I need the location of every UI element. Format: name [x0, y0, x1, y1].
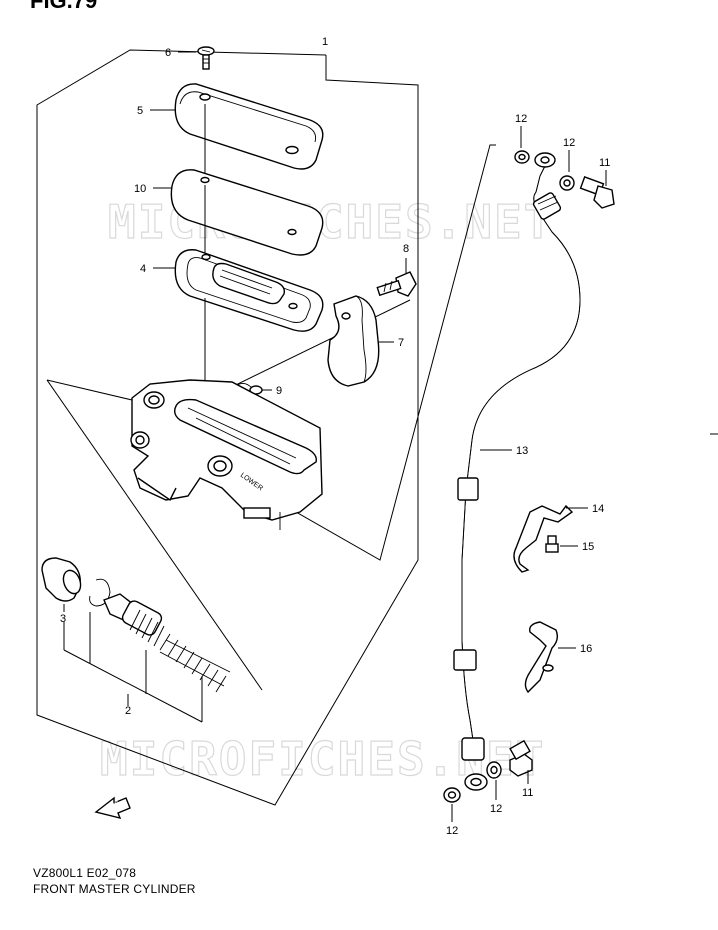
callout-14: 14: [592, 503, 604, 515]
callout-16: 16: [580, 643, 592, 655]
model-code: VZ800L1 E02_078: [33, 866, 137, 880]
part-5-reservoir-cap: [174, 83, 324, 170]
callout-12-a: 12: [515, 113, 527, 125]
master-cylinder-body: LOWER: [130, 379, 323, 530]
callout-8: 8: [403, 243, 409, 255]
part-6-screw: [197, 46, 215, 70]
figure-title: FIG.79: [30, 0, 98, 13]
callout-labels: 1 2 3 4 5 6 7 8 9 10 11 11 12 12 12 12 1…: [60, 36, 610, 837]
part-13-brake-hose: [453, 152, 581, 791]
callout-9: 9: [276, 385, 282, 397]
part-7-clamp: [327, 295, 380, 387]
washers-12: [443, 150, 575, 803]
union-bolts-11: [509, 176, 615, 777]
callout-1: 1: [322, 36, 328, 48]
fwd-arrow: FWD: [94, 796, 131, 820]
callout-10: 10: [134, 183, 146, 195]
callout-15: 15: [582, 541, 594, 553]
kit-leader-lines: [63, 612, 203, 723]
callout-5: 5: [137, 105, 143, 117]
callout-13: 13: [516, 445, 528, 457]
part-15-bolt: [545, 535, 559, 553]
part-3-boot: [41, 557, 82, 602]
callout-6: 6: [165, 47, 171, 59]
part-14-bracket: [513, 504, 574, 573]
callout-11-top: 11: [599, 157, 610, 169]
callout-12-b: 12: [563, 137, 575, 149]
callout-4: 4: [140, 263, 146, 275]
callout-11-bottom: 11: [522, 787, 533, 799]
callout-12-d: 12: [490, 803, 502, 815]
callout-12-c: 12: [446, 825, 458, 837]
part-2-piston-kit: [103, 593, 231, 693]
part-4-diaphragm: [174, 249, 324, 332]
callout-3: 3: [60, 613, 66, 625]
part-8-bolt: [376, 271, 417, 297]
part-16-clamp: [524, 621, 559, 694]
figure-caption: FRONT MASTER CYLINDER: [33, 882, 196, 896]
part-10-plate: [170, 169, 324, 256]
callout-7: 7: [398, 337, 404, 349]
callout-2: 2: [125, 705, 131, 717]
callout-leaders: [63, 51, 607, 822]
